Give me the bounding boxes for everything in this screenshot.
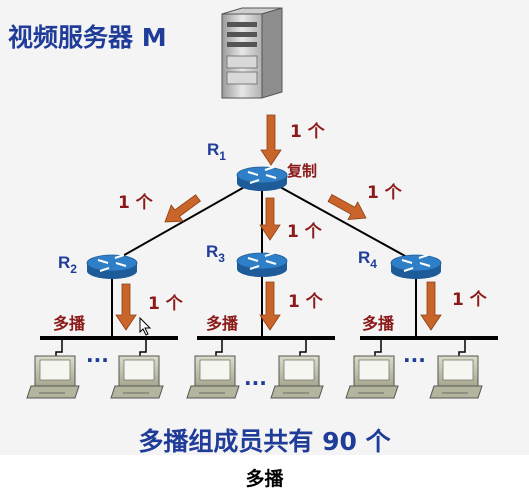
computer-icon [110, 355, 164, 399]
arrow-r1-r2 [164, 194, 201, 223]
packet-label-r4-lan: 1 个 [452, 289, 488, 310]
arrow-server-r1 [260, 114, 282, 166]
ellipsis-lan-3: ... [403, 343, 426, 367]
arrow-r1-r4 [327, 193, 367, 220]
footer-label: 多播 [245, 468, 284, 490]
packet-label-r1-r3: 1 个 [287, 221, 323, 242]
router-r4-icon [390, 254, 442, 279]
arrow-r1-r3 [259, 197, 281, 241]
cursor-icon [139, 316, 152, 336]
router-label-r1: R1 [207, 140, 226, 163]
packet-label-r1-r2: 1 个 [118, 192, 154, 213]
router-r2-icon [86, 254, 138, 279]
router-label-r2: R2 [58, 253, 77, 276]
arrow-r3-lan [259, 281, 281, 331]
ellipsis-lan-1: ... [86, 343, 109, 367]
copy-label: 复制 [286, 162, 317, 180]
server-icon [221, 7, 283, 99]
caption: 多播组成员共有 90 个 [138, 427, 391, 456]
arrow-r4-lan [420, 281, 442, 331]
lan-label-3: 多播 [362, 314, 395, 333]
router-label-r4: R4 [358, 248, 377, 271]
router-r1-icon [236, 166, 288, 191]
packet-label-r1-r4: 1 个 [367, 182, 403, 203]
link-r1-r2 [111, 176, 263, 263]
footer-bar: 多播 [0, 455, 529, 497]
computer-icon [186, 355, 240, 399]
lan-label-1: 多播 [53, 314, 86, 333]
packet-label-r2-lan: 1 个 [148, 293, 184, 314]
computer-icon [429, 355, 483, 399]
link-r1-r4 [261, 176, 417, 263]
computer-icon [270, 355, 324, 399]
arrow-r2-lan [115, 283, 137, 331]
router-r3-icon [236, 252, 288, 277]
computer-icon [345, 355, 399, 399]
packet-label-server: 1 个 [290, 121, 326, 142]
server-title: 视频服务器 M [8, 23, 167, 52]
lan-label-2: 多播 [206, 314, 239, 333]
packet-label-r3-lan: 1 个 [288, 291, 324, 312]
computer-icon [26, 355, 80, 399]
router-label-r3: R3 [206, 242, 225, 265]
ellipsis-lan-2: ... [244, 366, 267, 390]
